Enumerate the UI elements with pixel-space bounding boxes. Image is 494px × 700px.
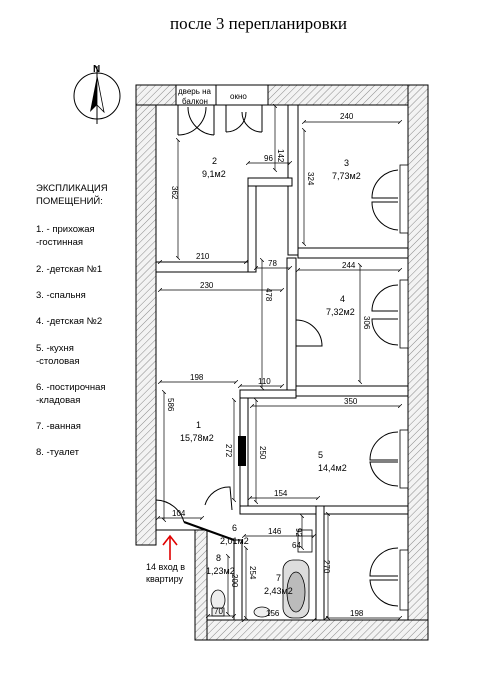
room-6-number: 6 — [232, 523, 237, 533]
dimension-label: 154 — [274, 489, 288, 498]
room-7-area: 2,43м2 — [264, 586, 293, 596]
balcony-opening: дверь на балкон окно — [175, 84, 269, 106]
legend-item: -кладовая — [36, 395, 81, 406]
compass-label: N — [93, 64, 100, 75]
dimension-label: 306 — [362, 316, 371, 330]
dimension-label: 198 — [350, 609, 364, 618]
window-label: окно — [230, 92, 247, 101]
legend-item: 6. -постирочная — [36, 382, 106, 393]
room-3-number: 3 — [344, 158, 349, 168]
dimension-label: 198 — [190, 373, 204, 382]
legend-item: 1. - прихожая — [36, 224, 95, 235]
dimension-label: 70 — [214, 607, 223, 616]
dimension-label: 272 — [224, 444, 233, 458]
dimension-label: 324 — [306, 172, 315, 186]
legend-item: 8. -туалет — [36, 447, 79, 458]
dimension-label: 78 — [268, 259, 277, 268]
dimension-label: 110 — [258, 377, 271, 386]
outer-walls — [135, 84, 429, 641]
room-5-area: 14,4м2 — [318, 463, 347, 473]
room-1-number: 1 — [196, 420, 201, 430]
legend-item: 5. -кухня — [36, 343, 74, 354]
dimension-label: 104 — [172, 509, 186, 518]
legend-item: -столовая — [36, 356, 80, 367]
legend-header-2: ПОМЕЩЕНИЙ: — [36, 196, 103, 207]
dimension-label: 210 — [196, 252, 210, 261]
dimension-label: 240 — [340, 112, 354, 121]
dimension-label: 96 — [264, 154, 273, 163]
dimension-label: 156 — [266, 609, 280, 618]
legend-item: 4. -детская №2 — [36, 316, 103, 327]
legend-item: -гостинная — [36, 237, 84, 248]
dimension-label: 146 — [268, 527, 282, 536]
dimension-label: 250 — [258, 446, 267, 460]
entrance-label: квартиру — [146, 574, 183, 584]
balcony-door-label: балкон — [182, 97, 208, 106]
dimension-label: 586 — [166, 398, 175, 412]
entrance-arrow-icon — [162, 534, 178, 560]
room-8-area: 1,23м2 — [206, 566, 235, 576]
legend-header-1: ЭКСПЛИКАЦИЯ — [36, 183, 108, 194]
compass-icon: N — [73, 64, 121, 124]
legend-item: 2. -детская №1 — [36, 264, 103, 275]
room-2-area: 9,1м2 — [202, 169, 226, 179]
room-4-number: 4 — [340, 294, 345, 304]
dimension-label: 478 — [264, 288, 273, 302]
room-2-number: 2 — [212, 156, 217, 166]
dimension-label: 350 — [344, 397, 358, 406]
room-8-number: 8 — [216, 553, 221, 563]
room-7-number: 7 — [276, 573, 281, 583]
legend-item: 7. -ванная — [36, 421, 81, 432]
dimension-label: 142 — [276, 149, 285, 163]
room-6-area: 2,01м2 — [220, 536, 249, 546]
doors — [155, 105, 399, 607]
dimension-label: 254 — [248, 566, 257, 580]
inner-walls — [155, 104, 409, 621]
dimension-label: 92 — [294, 528, 303, 537]
dimension-label: 362 — [170, 186, 179, 200]
page-title: после 3 перепланировки — [170, 14, 347, 33]
dimension-label: 200 — [230, 574, 239, 588]
slanted-wall — [183, 521, 235, 541]
dimension-label: 244 — [342, 261, 356, 270]
entrance-label: 14 вход в — [146, 562, 185, 572]
room-1-area: 15,78м2 — [180, 433, 214, 443]
dimension-label: 270 — [322, 560, 331, 574]
room-4-area: 7,32м2 — [326, 307, 355, 317]
room-5-number: 5 — [318, 450, 323, 460]
legend-item: 3. -спальня — [36, 290, 86, 301]
doorway-marker — [238, 436, 246, 466]
balcony-door-label: дверь на — [178, 87, 212, 96]
right-wall-openings — [399, 164, 409, 611]
dimension-label: 64 — [292, 541, 301, 550]
room-3-area: 7,73м2 — [332, 171, 361, 181]
dimension-lines — [158, 106, 400, 620]
dimension-label: 230 — [200, 281, 214, 290]
